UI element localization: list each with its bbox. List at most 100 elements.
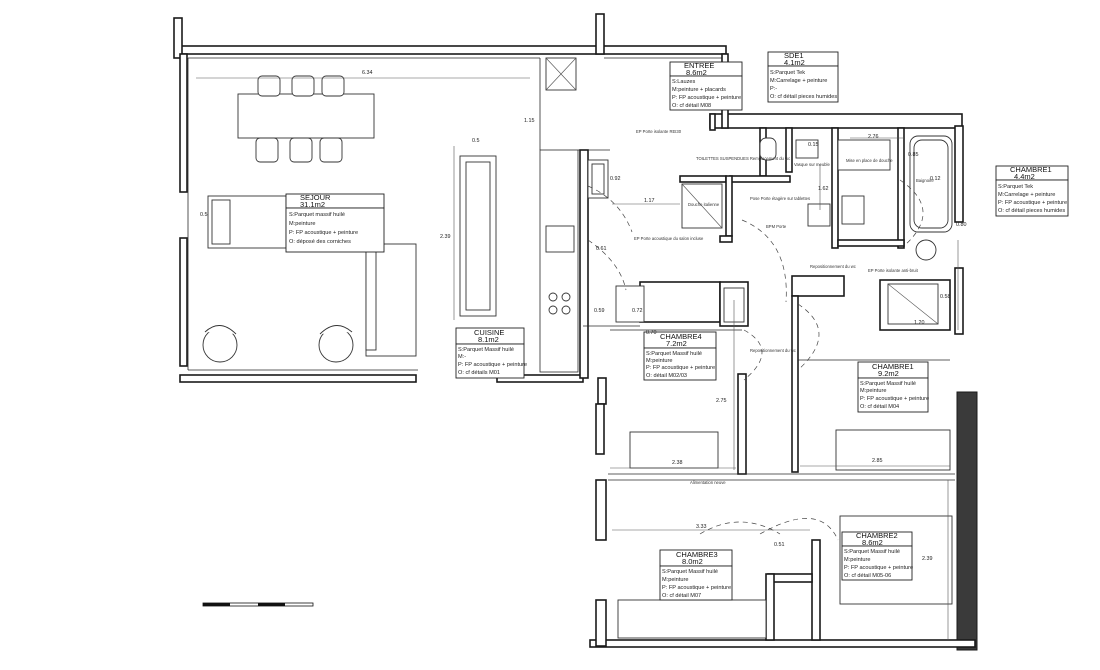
- label-sde1: SDE1 4.1m2 S:Parquet Tek M:Carrelage + p…: [767, 51, 839, 103]
- chambre2-area: 8.6m2: [862, 538, 883, 547]
- dim-050: 0.5: [472, 138, 480, 144]
- dimension-texts: 6.34 0.5 2.39 0.5 0.59 1.15 1.17 0.92 0.…: [200, 70, 967, 562]
- sejour-name: SEJOUR: [300, 193, 331, 202]
- chambre3-name: CHAMBRE3: [676, 550, 718, 559]
- dim-120: 1.20: [914, 320, 925, 326]
- entree-l2: M:peinture + placards: [672, 87, 726, 93]
- chambre4-l1: S:Parquet Massif huilé: [646, 351, 702, 357]
- note-7: Pose Porte étagère sur tablettes: [750, 196, 810, 201]
- chambre4-name: CHAMBRE4: [660, 332, 702, 341]
- chambre3-l3: P: FP acoustique + peinture: [662, 585, 731, 591]
- sde1-l1: S:Parquet Tek: [770, 70, 805, 76]
- dim-117: 1.17: [644, 198, 655, 204]
- dim-061: 0.61: [596, 246, 607, 252]
- note-12: Alimentation neuve: [690, 480, 726, 485]
- cuisine-l1: S:Parquet Massif huilé: [458, 347, 514, 353]
- chambre1-name: CHAMBRE1: [1010, 165, 1052, 174]
- chambre1-area: 4.4m2: [1014, 172, 1035, 181]
- dim-05: 0.5: [200, 212, 208, 218]
- label-cuisine: CUISINE 8.1m2 S:Parquet Massif huilé M:-…: [455, 327, 527, 379]
- sejour-l1: S:Parquet massif huilé: [289, 212, 345, 218]
- dim-085: 0.85: [908, 152, 919, 158]
- chambre3-l1: S:Parquet Massif huilé: [662, 569, 718, 575]
- chambre1b-l2: M:peinture: [860, 388, 886, 394]
- entree-l4: O: cf détail M08: [672, 103, 711, 109]
- furniture: [202, 57, 953, 639]
- dim-239: 2.39: [440, 234, 451, 240]
- chambre1b-name: CHAMBRE1: [872, 362, 914, 371]
- cuisine-area: 8.1m2: [478, 335, 499, 344]
- dim-072: 0.72: [632, 308, 643, 314]
- dim-012: 0.12: [930, 176, 941, 182]
- dim-239b: 2.39: [922, 556, 933, 562]
- sejour-l3: P: FP acoustique + peinture: [289, 230, 358, 236]
- cuisine-l2: M:-: [458, 354, 466, 360]
- label-chambre2: CHAMBRE2 8.6m2 S:Parquet Massif huilé M:…: [841, 531, 913, 581]
- chambre1b-l1: S:Parquet Massif huilé: [860, 381, 916, 387]
- sejour-l4: O: déposé des corniches: [289, 239, 351, 245]
- plan-notes: EP Porte isolante REI30 TOILETTES SUSPEN…: [634, 129, 934, 485]
- note-3: Douche italienne: [688, 202, 720, 207]
- chambre2-l4: O: cf détail M05-06: [844, 573, 891, 579]
- dim-115: 1.15: [524, 118, 535, 124]
- sde1-area: 4.1m2: [784, 58, 805, 67]
- dim-092: 0.92: [610, 176, 621, 182]
- label-entree: ENTREE 8.6m2 S:Lauzes M:peinture + placa…: [669, 61, 743, 111]
- label-chambre1: CHAMBRE1 4.4m2 S:Parquet Tek M:Carrelage…: [995, 165, 1069, 217]
- label-chambre3: CHAMBRE3 8.0m2 S:Parquet Massif huilé M:…: [659, 549, 733, 601]
- cuisine-l3: P: FP acoustique + peinture: [458, 362, 527, 368]
- label-chambre4: CHAMBRE4 7.2m2 S:Parquet Massif huilé M:…: [643, 331, 717, 381]
- walls: [173, 13, 978, 651]
- note-4: Vasque sur meuble: [794, 162, 830, 167]
- dim-333: 3.33: [696, 524, 707, 530]
- entree-name: ENTREE: [684, 61, 714, 70]
- chambre1-l3: P: FP acoustique + peinture: [998, 200, 1067, 206]
- note-13: Repositionnement du wc: [750, 348, 796, 353]
- chambre4-l2: M:peinture: [646, 358, 672, 364]
- sejour-l2: M:peinture: [289, 221, 315, 227]
- sde1-l2: M:Carrelage + peinture: [770, 78, 827, 84]
- chambre1-l4: O: cf détail pieces humides: [998, 208, 1065, 214]
- chambre2-l1: S:Parquet Massif huilé: [844, 549, 900, 555]
- scale-bar: [202, 602, 314, 607]
- note-1: EP Porte isolante REI30: [636, 129, 682, 134]
- dim-276: 2.76: [868, 134, 879, 140]
- chambre1b-l4: O: cf détail M04: [860, 404, 899, 410]
- chambre3-area: 8.0m2: [682, 557, 703, 566]
- chambre1b-l3: P: FP acoustique + peinture: [860, 396, 929, 402]
- chambre4-l4: O: détail M02/03: [646, 373, 687, 379]
- chambre2-l3: P: FP acoustique + peinture: [844, 565, 913, 571]
- dim-634: 6.34: [362, 70, 373, 76]
- sejour-area: 31.1m2: [300, 200, 325, 209]
- chambre3-l4: O: cf détail M07: [662, 593, 701, 599]
- note-11: EP Porte isolante anti-bruit: [868, 268, 919, 273]
- dim-059: 0.59: [594, 308, 605, 314]
- entree-l1: S:Lauzes: [672, 79, 696, 85]
- note-10: EP Porte acoustique du salon incluse: [634, 236, 704, 241]
- chambre1-l2: M:Carrelage + peinture: [998, 192, 1055, 198]
- cuisine-name: CUISINE: [474, 328, 504, 337]
- dim-275: 2.75: [716, 398, 727, 404]
- chambre4-l3: P: FP acoustique + peinture: [646, 365, 715, 371]
- dimension-lines: [196, 77, 959, 640]
- dim-070: 0.70: [646, 330, 657, 336]
- dim-051: 0.51: [774, 542, 785, 548]
- sde1-l4: O: cf détail pieces humides: [770, 94, 837, 100]
- note-6: Baignoire: [916, 178, 934, 183]
- label-chambre1b: CHAMBRE1 9.2m2 S:Parquet Massif huilé M:…: [857, 361, 929, 413]
- note-2: TOILETTES SUSPENDUES Remplacement du wc: [696, 156, 790, 161]
- dim-080: 0.80: [956, 222, 967, 228]
- entree-area: 8.6m2: [686, 68, 707, 77]
- note-9: Repositionnement du wc: [810, 264, 856, 269]
- entree-l3: P: FP acoustique + peinture: [672, 95, 741, 101]
- sde1-name: SDE1: [784, 51, 804, 60]
- chambre2-l2: M:peinture: [844, 557, 870, 563]
- dim-238: 2.38: [672, 460, 683, 466]
- door-swings: [587, 179, 924, 541]
- dim-058: 0.58: [940, 294, 951, 300]
- note-8: BPM Porte: [766, 224, 787, 229]
- chambre1b-area: 9.2m2: [878, 369, 899, 378]
- label-sejour: SEJOUR 31.1m2 S:Parquet massif huilé M:p…: [285, 193, 385, 253]
- note-5: Mise en place de douche: [846, 158, 893, 163]
